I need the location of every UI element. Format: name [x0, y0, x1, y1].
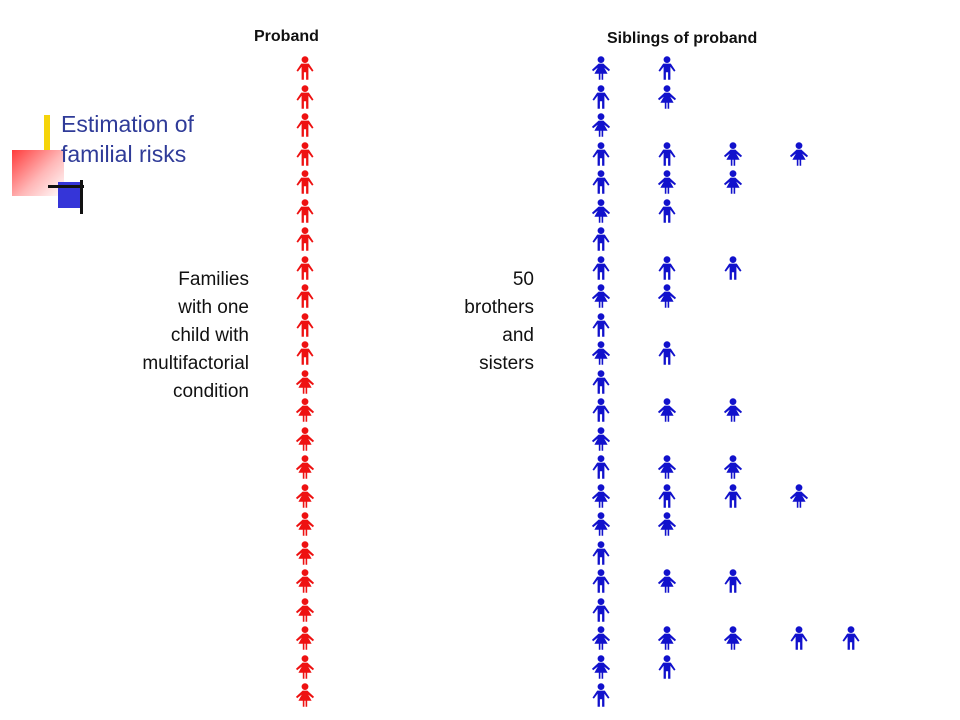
siblings-header: Siblings of proband: [607, 30, 758, 47]
sibling-female-icon: [655, 512, 679, 536]
sibling-female-icon: [721, 626, 745, 650]
sibling-male-icon: [589, 141, 613, 166]
families-line-3: child with: [170, 325, 249, 346]
sibling-male-icon: [589, 540, 613, 565]
sibling-male-icon: [589, 84, 613, 109]
title-line-1: Estimation of: [61, 111, 194, 137]
sibling-male-icon: [589, 569, 613, 593]
sibling-male-icon: [655, 341, 679, 365]
proband-male-icon: [293, 284, 317, 308]
siblings-count-description: 50 brothers and sisters: [464, 266, 534, 378]
sibling-female-icon: [589, 284, 613, 308]
sibling-male-icon: [655, 141, 679, 166]
sibling-female-icon: [589, 483, 613, 508]
deco-blue-square: [58, 182, 80, 208]
sibling-female-icon: [589, 113, 613, 137]
proband-female-icon: [293, 426, 317, 451]
sibling-female-icon: [721, 170, 745, 194]
sibling-female-icon: [787, 141, 811, 166]
sibling-male-icon: [589, 455, 613, 479]
sibling-male-icon: [655, 198, 679, 223]
sibling-male-icon: [787, 626, 811, 650]
sibling-male-icon: [589, 683, 613, 707]
sibling-female-icon: [589, 626, 613, 650]
sibling-male-icon: [721, 569, 745, 593]
proband-male-icon: [293, 141, 317, 166]
sibling-female-icon: [721, 398, 745, 422]
families-description: Families with one child with multifactor…: [142, 266, 249, 406]
proband-female-icon: [293, 398, 317, 422]
proband-male-icon: [293, 341, 317, 365]
sibling-male-icon: [655, 56, 679, 80]
deco-yellow-bar: [44, 115, 50, 183]
sibling-male-icon: [655, 654, 679, 679]
proband-male-icon: [293, 198, 317, 223]
deco-horizontal-line: [48, 185, 84, 188]
families-line-5: condition: [172, 381, 249, 402]
proband-male-icon: [293, 56, 317, 80]
sibling-female-icon: [655, 284, 679, 308]
proband-female-icon: [293, 540, 317, 565]
proband-female-icon: [293, 369, 317, 394]
sibling-male-icon: [589, 255, 613, 280]
siblings-line-4: sisters: [479, 353, 534, 374]
proband-male-icon: [293, 227, 317, 251]
sibling-female-icon: [589, 56, 613, 80]
slide-title: Estimation of familial risks: [61, 109, 194, 169]
families-line-1: Families: [178, 269, 249, 290]
sibling-female-icon: [655, 398, 679, 422]
sibling-male-icon: [589, 597, 613, 622]
sibling-female-icon: [655, 626, 679, 650]
proband-male-icon: [293, 84, 317, 109]
siblings-line-2: brothers: [464, 297, 534, 318]
proband-male-icon: [293, 113, 317, 137]
families-line-2: with one: [178, 297, 249, 318]
sibling-female-icon: [589, 654, 613, 679]
sibling-male-icon: [721, 255, 745, 280]
sibling-male-icon: [589, 227, 613, 251]
families-line-4: multifactorial: [142, 353, 249, 374]
title-line-2: familial risks: [61, 141, 187, 167]
sibling-female-icon: [655, 170, 679, 194]
proband-female-icon: [293, 683, 317, 707]
proband-header: Proband: [254, 28, 319, 45]
sibling-male-icon: [655, 483, 679, 508]
proband-male-icon: [293, 255, 317, 280]
sibling-male-icon: [839, 626, 863, 650]
sibling-female-icon: [655, 84, 679, 109]
deco-pink-square: [12, 150, 64, 196]
sibling-female-icon: [589, 512, 613, 536]
siblings-line-1: 50: [512, 269, 534, 290]
sibling-female-icon: [721, 455, 745, 479]
proband-female-icon: [293, 455, 317, 479]
sibling-female-icon: [655, 455, 679, 479]
proband-male-icon: [293, 170, 317, 194]
proband-female-icon: [293, 483, 317, 508]
proband-female-icon: [293, 569, 317, 593]
sibling-female-icon: [589, 426, 613, 451]
sibling-male-icon: [589, 312, 613, 337]
sibling-male-icon: [589, 170, 613, 194]
proband-female-icon: [293, 626, 317, 650]
proband-female-icon: [293, 654, 317, 679]
siblings-line-3: and: [502, 325, 534, 346]
sibling-male-icon: [655, 255, 679, 280]
sibling-female-icon: [589, 341, 613, 365]
deco-vertical-line: [80, 180, 83, 214]
proband-male-icon: [293, 312, 317, 337]
proband-female-icon: [293, 512, 317, 536]
sibling-female-icon: [589, 198, 613, 223]
sibling-female-icon: [721, 141, 745, 166]
sibling-male-icon: [589, 398, 613, 422]
sibling-male-icon: [589, 369, 613, 394]
proband-female-icon: [293, 597, 317, 622]
sibling-female-icon: [655, 569, 679, 593]
sibling-male-icon: [721, 483, 745, 508]
sibling-female-icon: [787, 483, 811, 508]
